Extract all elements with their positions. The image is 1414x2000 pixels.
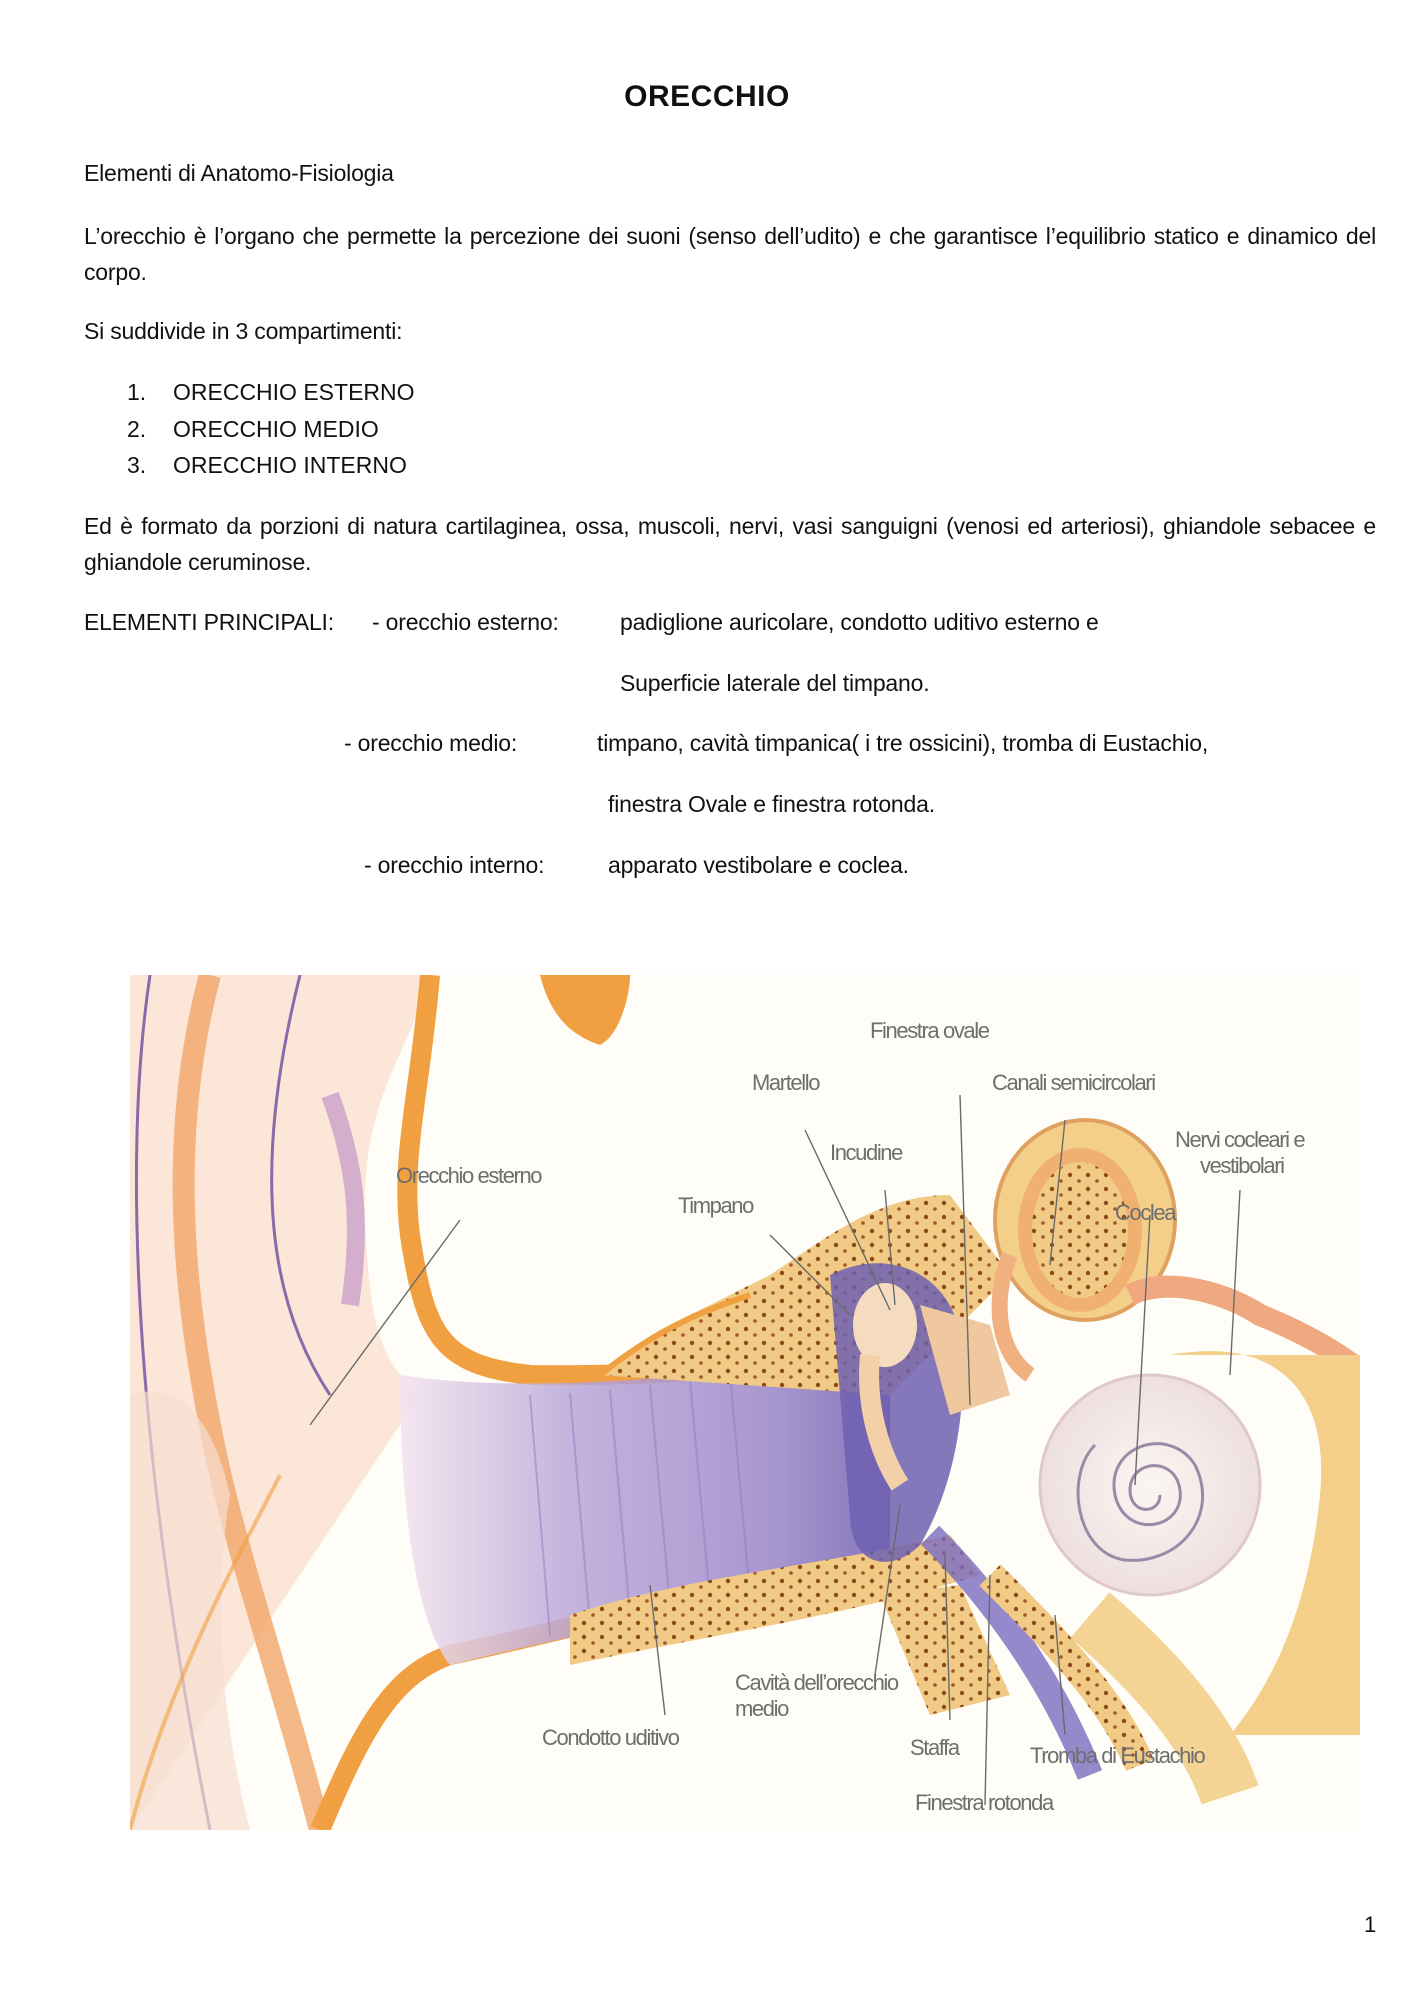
label-staffa: Staffa bbox=[910, 1735, 960, 1760]
external-ear-line1: padiglione auricolare, condotto uditivo … bbox=[620, 609, 1099, 635]
external-ear-label: - orecchio esterno: bbox=[372, 609, 559, 635]
middle-ear-line1: timpano, cavità timpanica( i tre ossicin… bbox=[597, 730, 1209, 756]
label-nervi-vestibolari: vestibolari bbox=[1200, 1153, 1285, 1178]
ear-anatomy-diagram: Orecchio esterno Timpano Martello Incudi… bbox=[128, 972, 1367, 1834]
middle-ear-label: - orecchio medio: bbox=[344, 730, 518, 756]
list-intro: Si suddivide in 3 compartimenti: bbox=[84, 318, 403, 344]
label-incudine: Incudine bbox=[830, 1140, 903, 1165]
label-martello: Martello bbox=[752, 1070, 820, 1095]
composition-paragraph: Ed è formato da porzioni di natura carti… bbox=[84, 513, 1376, 575]
list-item: 1.ORECCHIO ESTERNO bbox=[127, 379, 415, 405]
label-finestra-ovale: Finestra ovale bbox=[870, 1018, 990, 1043]
label-nervi-cocleari: Nervi cocleari e bbox=[1175, 1127, 1306, 1152]
ear-illustration bbox=[128, 972, 1367, 1834]
page-number: 1 bbox=[1364, 1912, 1377, 1937]
label-cavita-orecchio-medio: Cavità dell’orecchio bbox=[735, 1670, 899, 1695]
main-elements-heading: ELEMENTI PRINCIPALI: bbox=[84, 609, 334, 635]
middle-ear-line2: finestra Ovale e finestra rotonda. bbox=[608, 791, 935, 817]
label-condotto-uditivo: Condotto uditivo bbox=[542, 1725, 680, 1750]
intro-paragraph: L’orecchio è l’organo che permette la pe… bbox=[84, 223, 1376, 285]
page-title: ORECCHIO bbox=[624, 80, 790, 113]
label-coclea: Coclea bbox=[1115, 1200, 1176, 1225]
label-finestra-rotonda: Finestra rotonda bbox=[915, 1790, 1054, 1815]
compartments-list: 1.ORECCHIO ESTERNO 2.ORECCHIO MEDIO 3.OR… bbox=[127, 374, 415, 484]
external-ear-line2: Superficie laterale del timpano. bbox=[620, 670, 930, 696]
label-tromba-eustachio: Tromba di Eustachio bbox=[1030, 1743, 1206, 1768]
label-orecchio-esterno: Orecchio esterno bbox=[396, 1163, 543, 1188]
internal-ear-line1: apparato vestibolare e coclea. bbox=[608, 852, 909, 878]
label-canali-semicircolari: Canali semicircolari bbox=[992, 1070, 1156, 1095]
label-cavita-medio: medio bbox=[735, 1696, 789, 1721]
label-timpano: Timpano bbox=[678, 1193, 754, 1218]
list-item: 2.ORECCHIO MEDIO bbox=[127, 415, 379, 442]
internal-ear-label: - orecchio interno: bbox=[364, 852, 545, 878]
list-item: 3.ORECCHIO INTERNO bbox=[127, 452, 407, 478]
subtitle: Elementi di Anatomo-Fisiologia bbox=[84, 160, 394, 186]
